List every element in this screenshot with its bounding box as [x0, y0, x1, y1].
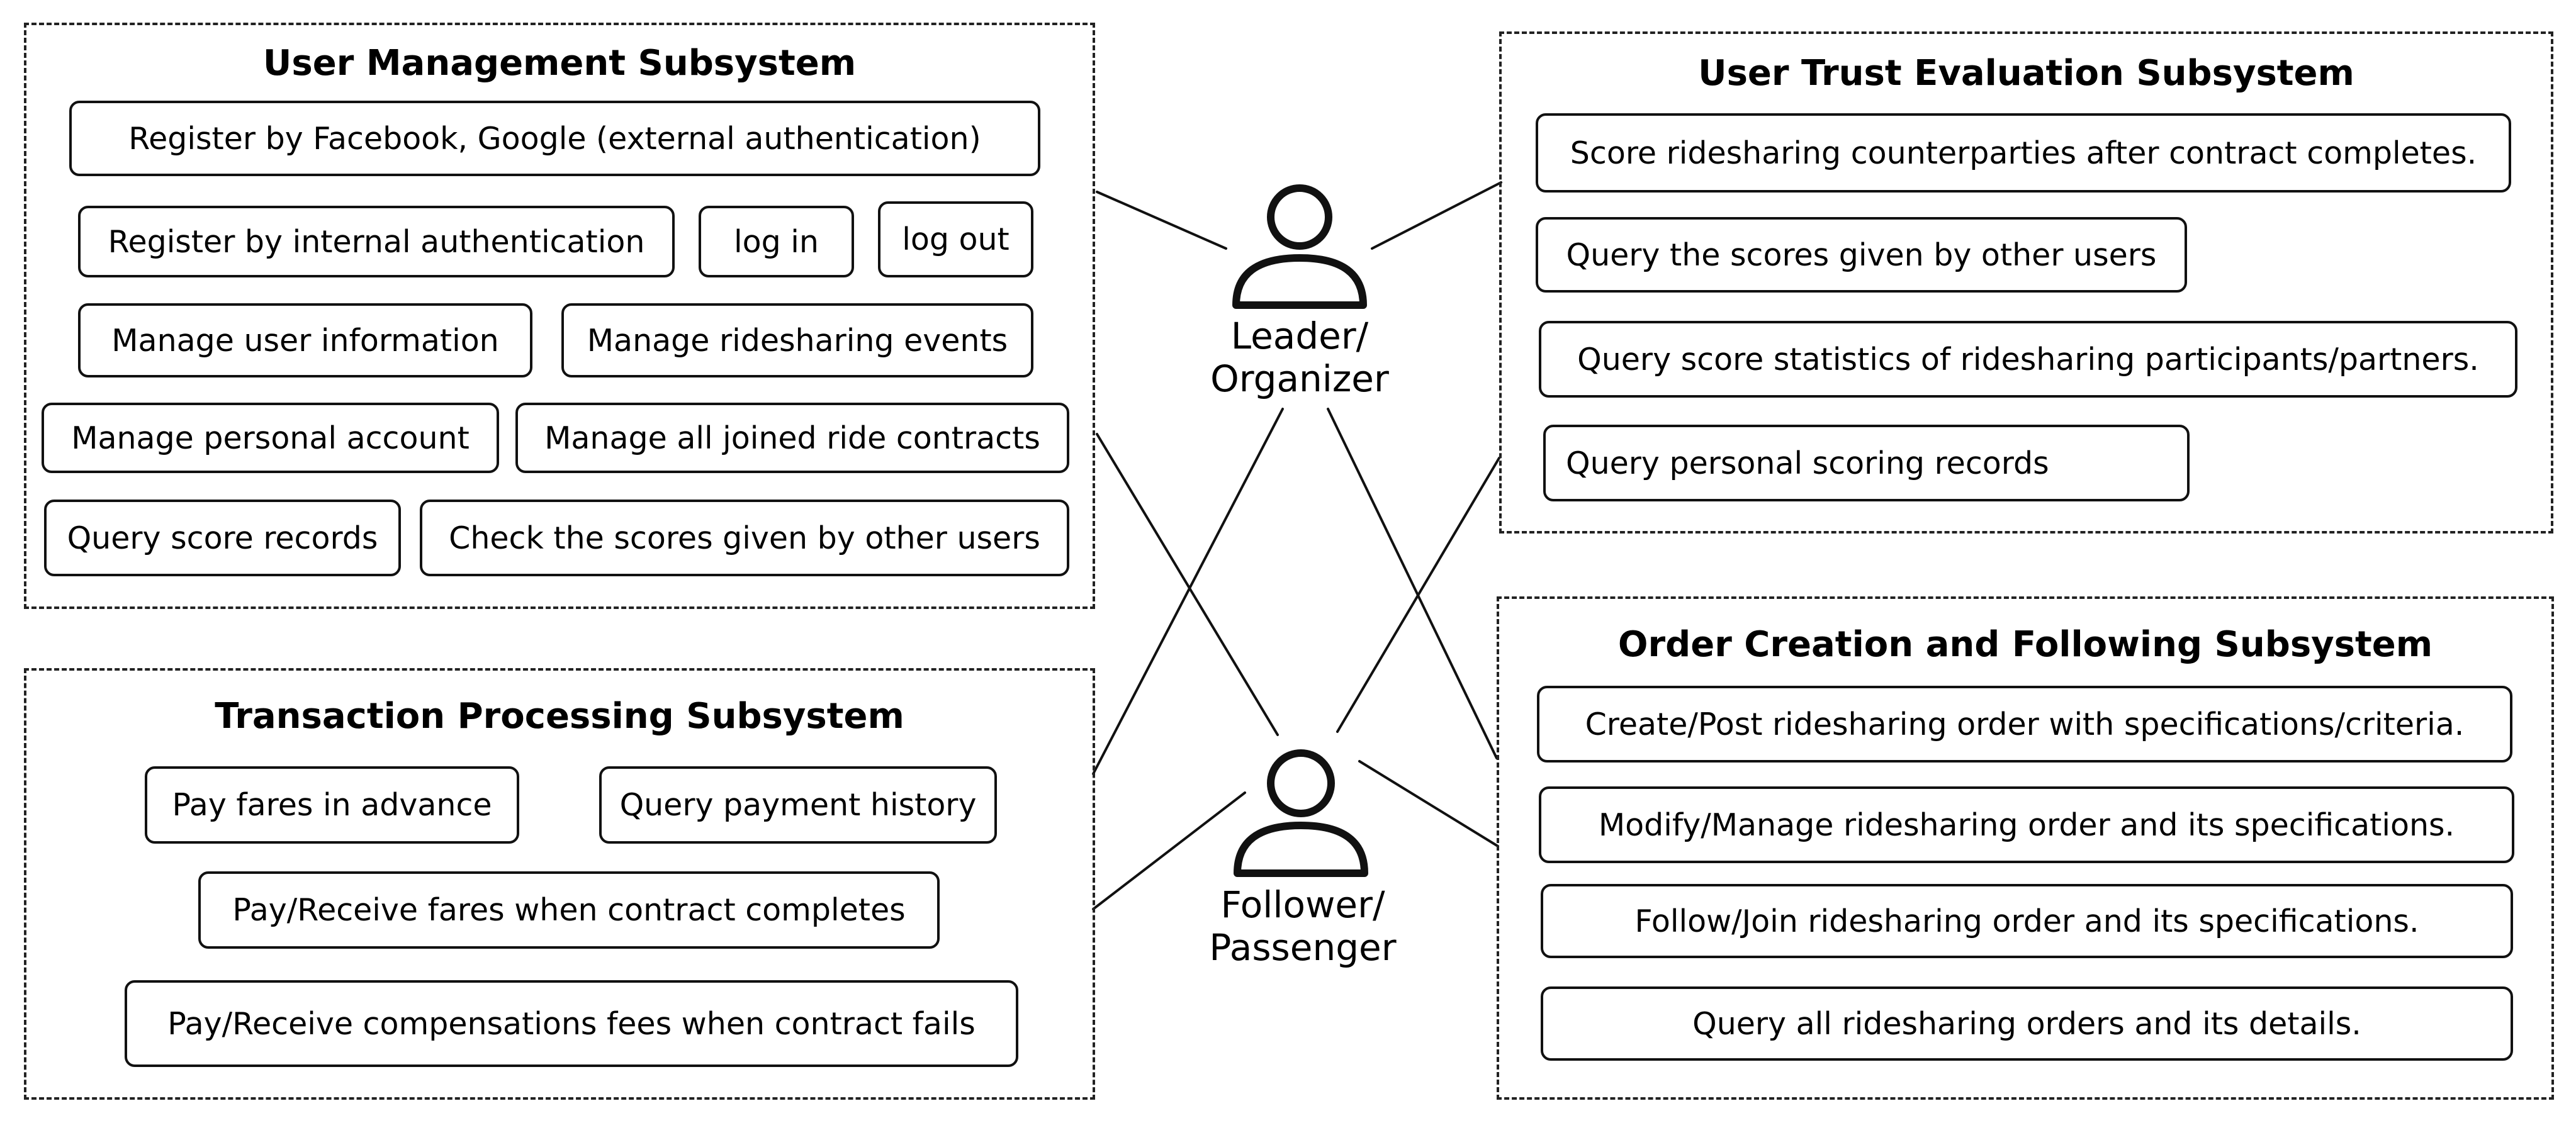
use-case-manage-personal-account[interactable]: Manage personal account — [42, 403, 499, 473]
use-case-log-in[interactable]: log in — [699, 206, 854, 277]
link-follower-order — [1358, 760, 1499, 847]
user-management-subsystem: User Management Subsystem — [24, 23, 1095, 609]
use-case-query-given-scores[interactable]: Query the scores given by other users — [1536, 217, 2187, 293]
user-management-title: User Management Subsystem — [262, 43, 857, 84]
use-case-register-internal[interactable]: Register by internal authentication — [78, 206, 675, 277]
use-case-manage-joined-contracts[interactable]: Manage all joined ride contracts — [515, 403, 1069, 473]
use-case-query-payment-history[interactable]: Query payment history — [599, 766, 997, 844]
trust-evaluation-title: User Trust Evaluation Subsystem — [1698, 53, 2354, 94]
actor-follower — [1229, 742, 1373, 881]
use-case-check-scores[interactable]: Check the scores given by other users — [420, 500, 1069, 576]
use-case-score-counterparties[interactable]: Score ridesharing counterparties after c… — [1536, 113, 2511, 193]
link-follower-transaction — [1092, 791, 1246, 910]
actor-follower-label: Follower/ Passenger — [1193, 883, 1413, 969]
use-case-query-personal-scoring[interactable]: Query personal scoring records — [1543, 425, 2190, 501]
actor-follower-label-line2: Passenger — [1209, 926, 1397, 969]
order-title: Order Creation and Following Subsystem — [1617, 624, 2433, 665]
link-leader-user-management — [1096, 191, 1227, 250]
actor-follower-label-line1: Follower/ — [1220, 883, 1385, 926]
use-case-query-score-records[interactable]: Query score records — [44, 500, 401, 576]
person-icon — [1234, 749, 1368, 877]
transaction-title: Transaction Processing Subsystem — [215, 696, 904, 737]
use-case-log-out[interactable]: log out — [878, 201, 1033, 277]
link-follower-user-management — [1096, 433, 1279, 736]
use-case-register-external[interactable]: Register by Facebook, Google (external a… — [69, 101, 1040, 176]
use-case-modify-order[interactable]: Modify/Manage ridesharing order and its … — [1539, 786, 2514, 863]
use-case-pay-receive-fares[interactable]: Pay/Receive fares when contract complete… — [198, 871, 940, 949]
person-icon — [1232, 184, 1367, 309]
link-leader-order — [1327, 408, 1498, 759]
trust-evaluation-subsystem: User Trust Evaluation Subsystem — [1499, 31, 2553, 534]
use-case-manage-user-info[interactable]: Manage user information — [78, 303, 532, 377]
link-leader-trust-evaluation — [1371, 181, 1502, 250]
transaction-subsystem: Transaction Processing Subsystem — [24, 668, 1095, 1100]
use-case-follow-order[interactable]: Follow/Join ridesharing order and its sp… — [1541, 884, 2513, 958]
actor-leader-label-line1: Leader/ — [1230, 315, 1369, 357]
use-case-pay-advance[interactable]: Pay fares in advance — [145, 766, 519, 844]
order-subsystem: Order Creation and Following Subsystem — [1497, 596, 2554, 1100]
use-case-query-orders[interactable]: Query all ridesharing orders and its det… — [1541, 986, 2513, 1061]
actor-leader-label: Leader/ Organizer — [1199, 315, 1400, 400]
link-follower-trust-evaluation — [1336, 457, 1500, 733]
actor-leader-label-line2: Organizer — [1210, 357, 1389, 400]
use-case-create-order[interactable]: Create/Post ridesharing order with speci… — [1537, 686, 2512, 763]
actor-leader — [1227, 179, 1372, 311]
use-case-pay-compensation[interactable]: Pay/Receive compensations fees when cont… — [125, 980, 1018, 1067]
use-case-query-score-statistics[interactable]: Query score statistics of ridesharing pa… — [1539, 321, 2517, 398]
link-leader-transaction — [1092, 408, 1284, 775]
use-case-manage-ridesharing-events[interactable]: Manage ridesharing events — [561, 303, 1033, 377]
